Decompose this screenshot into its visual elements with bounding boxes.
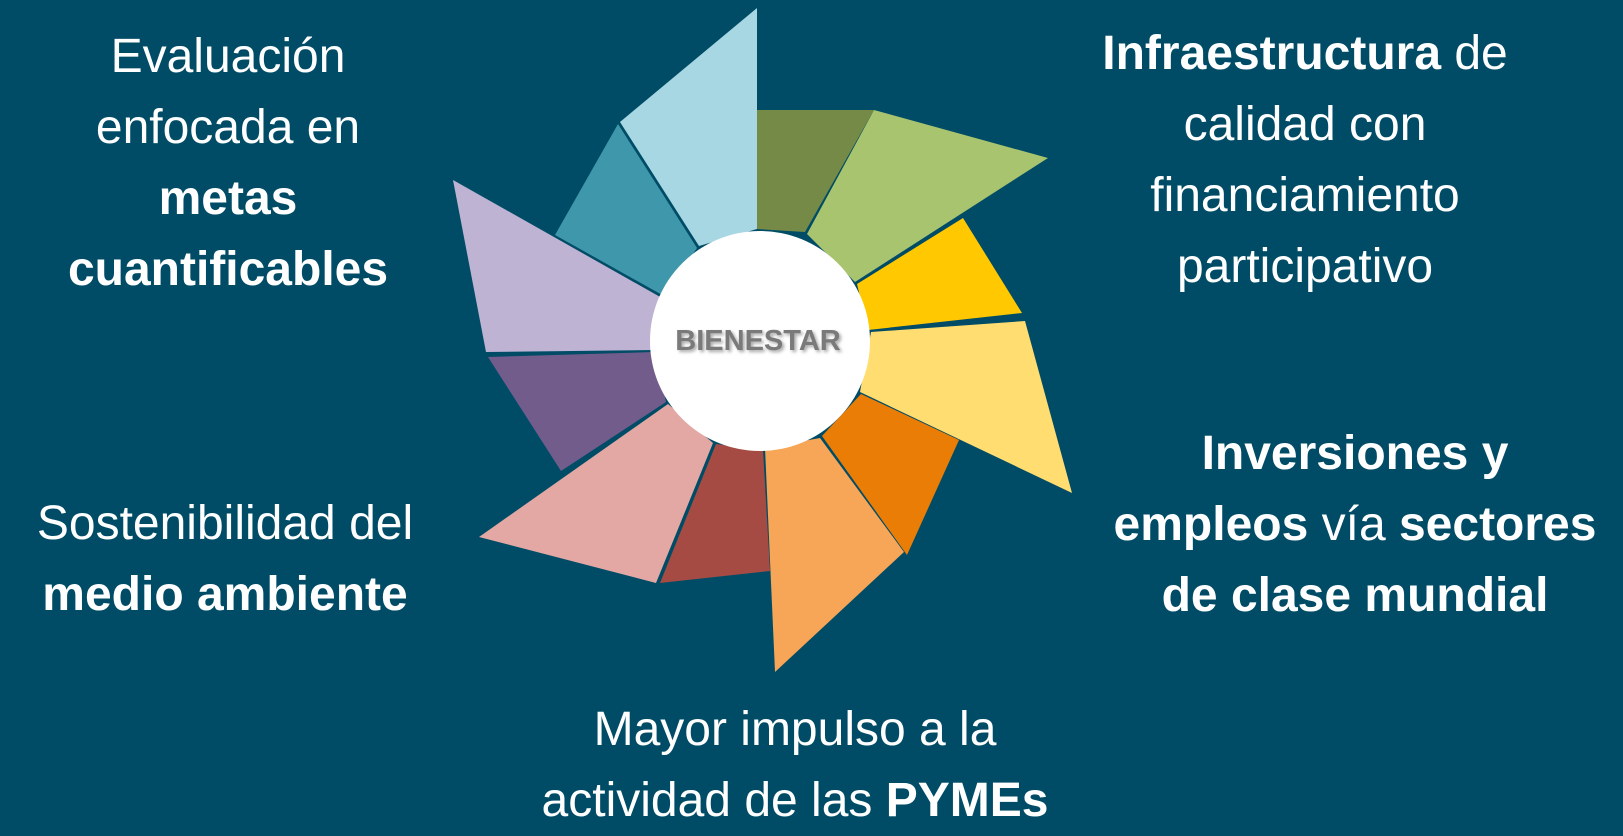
label-line-bold: Infraestructura [1102, 27, 1442, 80]
petal-olive [757, 110, 874, 232]
label-line: Mayor impulso a la [593, 703, 997, 756]
petal-orange [822, 394, 959, 555]
petal-purple [488, 352, 666, 471]
center-label: BIENESTAR [675, 325, 841, 357]
pinwheel-petals [453, 8, 1072, 672]
label-line-bold: medio ambiente [42, 568, 408, 621]
label-infraestructura: Infraestructura de calidad con financiam… [1045, 18, 1565, 302]
label-line: participativo [1176, 240, 1434, 293]
label-line-bold: sectores [1398, 498, 1597, 551]
label-line-bold: cuantificables [67, 243, 389, 296]
label-line-bold: Inversiones y [1201, 427, 1509, 480]
label-line-bold: metas [158, 172, 298, 225]
petal-pink [479, 404, 713, 583]
petal-light-green [807, 110, 1048, 282]
label-line: enfocada en [95, 101, 361, 154]
label-line-bold: PYMEs [885, 774, 1049, 827]
label-line: vía [1308, 498, 1399, 551]
petal-light-yellow [860, 321, 1072, 493]
petal-yellow [857, 218, 1022, 330]
label-line: Evaluación [110, 30, 346, 83]
label-line: financiamiento [1150, 169, 1460, 222]
label-evaluacion: Evaluación enfocada en metas cuantificab… [28, 21, 428, 305]
label-line-bold: empleos [1113, 498, 1309, 551]
center-circle [650, 231, 870, 451]
label-line: Sostenibilidad del [36, 497, 414, 550]
label-line: calidad con [1183, 98, 1427, 151]
label-pymes: Mayor impulso a la actividad de las PYME… [480, 694, 1110, 836]
petal-light-blue [620, 8, 757, 246]
label-sostenibilidad: Sostenibilidad del medio ambiente [5, 488, 445, 630]
label-inversiones: Inversiones y empleos vía sectores de cl… [1090, 418, 1620, 631]
label-line-bold: de clase mundial [1161, 569, 1549, 622]
petal-lavender [453, 180, 662, 352]
label-line: actividad de las [541, 774, 886, 827]
label-line: de [1441, 27, 1508, 80]
petal-light-orange [765, 438, 904, 672]
petal-teal [555, 124, 697, 296]
petal-brick-red [660, 444, 770, 583]
